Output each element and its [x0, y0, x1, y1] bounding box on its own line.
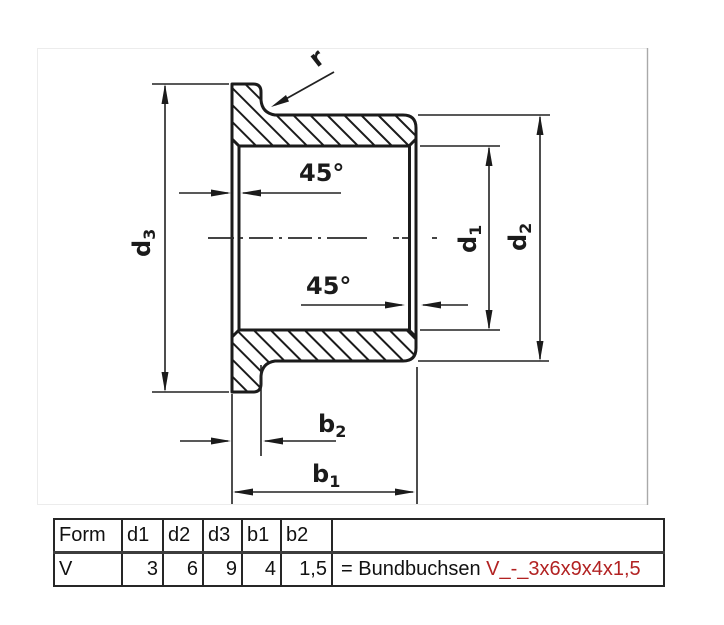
note-part-designation: V_-_3x6x9x4x1,5: [486, 558, 641, 580]
radius-label: r: [303, 43, 330, 72]
header-d2: d2: [162, 518, 204, 554]
part-section-upper: [230, 82, 418, 148]
page-edge: [37, 48, 649, 505]
dimension-d2: [418, 114, 550, 362]
dimension-d1: [420, 145, 500, 331]
cell-d1: 3: [121, 551, 164, 587]
dimension-b1: [233, 367, 418, 504]
dim-label-chamfer-top: 45°: [299, 159, 344, 187]
radius-leader: [271, 71, 335, 107]
cell-d2: 6: [162, 551, 204, 587]
cell-b2: 1,5: [280, 551, 333, 587]
note-prefix: = Bundbuchsen: [341, 558, 487, 580]
cell-d3: 9: [202, 551, 243, 587]
header-b2: b2: [280, 518, 333, 554]
dim-label-d3: d3: [128, 229, 159, 257]
header-b1: b1: [241, 518, 282, 554]
cell-form: V: [53, 551, 123, 587]
dim-label-b1: b1: [312, 460, 340, 491]
spec-table-header-row: Form d1 d2 d3 b1 b2: [53, 518, 665, 554]
dim-label-d1: d1: [454, 225, 485, 253]
header-d1: d1: [121, 518, 164, 554]
dimension-chamfer-bottom: [301, 301, 468, 309]
dim-label-b2: b2: [318, 410, 346, 441]
header-d3: d3: [202, 518, 243, 554]
dimension-d3: [152, 83, 229, 393]
cell-b1: 4: [241, 551, 282, 587]
dimension-chamfer-top: [179, 189, 341, 197]
part-section-lower: [230, 328, 418, 394]
header-note: [331, 518, 665, 554]
dimension-b2: [180, 365, 336, 504]
header-form: Form: [53, 518, 123, 554]
spec-table-data-row: V 3 6 9 4 1,5 = Bundbuchsen V_-_3x6x9x4x…: [53, 551, 665, 587]
dim-label-chamfer-bottom: 45°: [306, 272, 351, 300]
cell-note: = Bundbuchsen V_-_3x6x9x4x1,5: [331, 551, 665, 587]
dim-label-d2: d2: [504, 223, 535, 251]
spec-table: Form d1 d2 d3 b1 b2 V 3 6 9 4 1,5 = Bund…: [53, 518, 665, 587]
